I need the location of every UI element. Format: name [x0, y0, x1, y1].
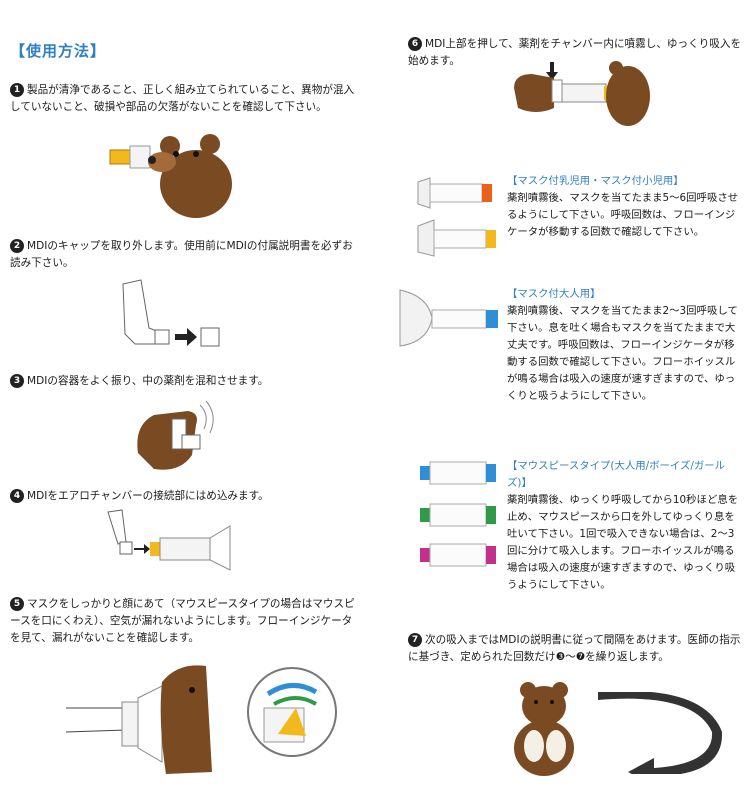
- shaking-mdi-illustration: [137, 400, 214, 470]
- subsection-title: 【マスク付大人用】: [507, 288, 601, 300]
- bear-inhaling-illustration: [514, 61, 650, 126]
- subsection-body: 薬剤噴霧後、マスクを当てたまま2～3回呼吸して下さい。息を吐く場合もマスクを当て…: [507, 305, 738, 402]
- subsection-title: 【マウスピースタイプ(大人用/ボーイズ/ガールズ)】: [507, 460, 726, 489]
- bear-mdi-illustration: [109, 134, 232, 218]
- section-heading: 【使用方法】: [10, 42, 107, 60]
- subsection-infant-child: 【マスク付乳児用・マスク付小児用】 薬剤噴霧後、マスクを当てたまま5～6回呼吸さ…: [507, 173, 740, 241]
- repeat-arrow-icon: [598, 692, 723, 774]
- step-text: MDIの容器をよく振り、中の薬剤を混和させます。: [27, 375, 269, 387]
- bear-repeat-illustration: [514, 682, 574, 776]
- subsection-title: 【マスク付乳児用・マスク付小児用】: [507, 175, 684, 187]
- step-number: 7: [408, 633, 422, 647]
- step-number: 2: [10, 239, 24, 253]
- flow-indicator-closeup: [247, 667, 337, 757]
- step-text: 次の吸入まではMDIの説明書に従って間隔をあけます。医師の指示に基づき、定められ…: [408, 634, 741, 663]
- infant-child-chambers-illustration: [417, 177, 496, 257]
- step-number: 5: [10, 597, 24, 611]
- step-text: MDIのキャップを取り外します。使用前にMDIの付属説明書を必ずお読み下さい。: [10, 240, 353, 269]
- step-text: マスクをしっかりと顔にあて（マウスピースタイプの場合はマウスピースを口にくわえ）…: [10, 598, 355, 644]
- subsection-adult: 【マスク付大人用】 薬剤噴霧後、マスクを当てたまま2～3回呼吸して下さい。息を吐…: [507, 286, 740, 405]
- adult-mask-chamber-illustration: [399, 289, 498, 347]
- step-text: MDI上部を押して、薬剤をチャンバー内に噴霧し、ゆっくり吸入を始めます。: [408, 38, 742, 67]
- subsection-body: 薬剤噴霧後、ゆっくり呼吸してから10秒ほど息を止め、マウスピースから口を外してゆ…: [507, 494, 739, 591]
- step-number: 3: [10, 374, 24, 388]
- subsection-body: 薬剤噴霧後、マスクを当てたまま5～6回呼吸させるようにして下さい。呼吸回数は、フ…: [507, 192, 739, 238]
- step-number: 6: [408, 37, 422, 51]
- mouthpiece-chambers-illustration: [420, 461, 496, 567]
- step-number: 1: [10, 83, 24, 97]
- mask-on-bear-illustration: [66, 665, 212, 774]
- mdi-cap-illustration: [122, 279, 220, 347]
- step-number: 4: [10, 489, 24, 503]
- subsection-mouthpiece: 【マウスピースタイプ(大人用/ボーイズ/ガールズ)】 薬剤噴霧後、ゆっくり呼吸し…: [507, 458, 740, 594]
- step-text: 製品が清浄であること、正しく組み立てられていること、異物が混入していないこと、破…: [10, 84, 355, 113]
- mdi-chamber-illustration: [107, 509, 231, 571]
- step-text: MDIをエアロチャンバーの接続部にはめ込みます。: [27, 490, 269, 502]
